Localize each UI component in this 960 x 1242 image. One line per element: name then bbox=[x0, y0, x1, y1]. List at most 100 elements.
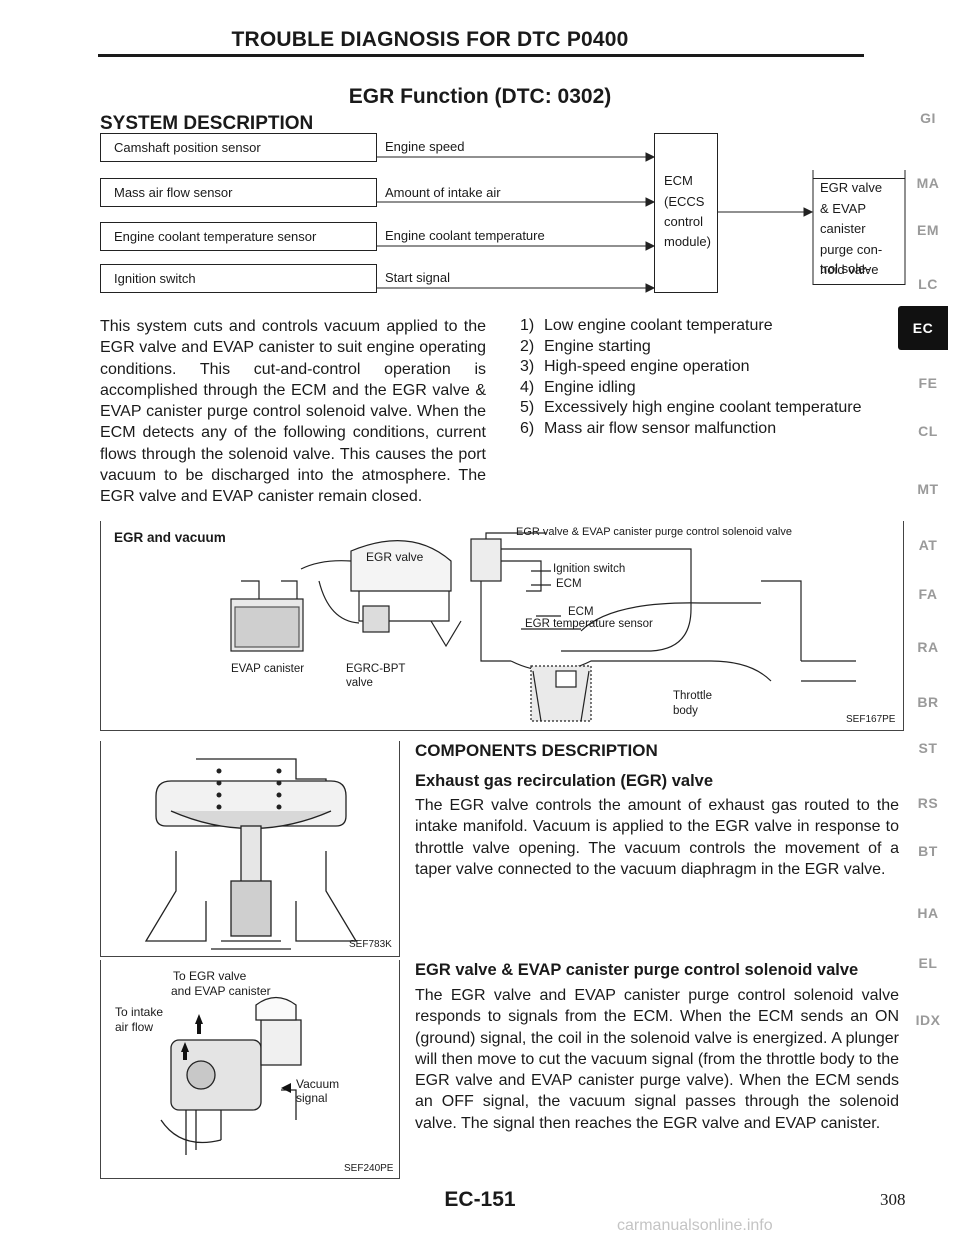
egr-vacuum-drawing bbox=[230, 532, 856, 722]
tab-br[interactable]: BR bbox=[917, 694, 939, 710]
condition-text: High-speed engine operation bbox=[544, 358, 750, 375]
solenoid-drawing bbox=[160, 996, 302, 1155]
output-line: purge con- bbox=[820, 242, 883, 257]
solenoid-figure: To EGR valve and EVAP canister To intake… bbox=[100, 960, 400, 1179]
signal-label: Engine speed bbox=[385, 139, 465, 154]
sensor-label: Mass air flow sensor bbox=[114, 185, 233, 200]
block-diagram-arrows bbox=[377, 152, 906, 293]
signal-label: Start signal bbox=[385, 270, 451, 285]
tab-ma[interactable]: MA bbox=[916, 175, 940, 191]
egr-valve-text: The EGR valve controls the amount of exh… bbox=[415, 797, 899, 878]
tab-rs[interactable]: RS bbox=[917, 795, 939, 811]
egr-valve-label: EGR valve bbox=[366, 550, 424, 564]
to-intake-label: air flow bbox=[115, 1020, 154, 1034]
page-code: EC-151 bbox=[444, 1188, 516, 1211]
condition-item: 1) Low engine coolant temperature bbox=[520, 316, 905, 337]
condition-item: 3) High-speed engine operation bbox=[520, 357, 905, 378]
solenoid-heading: EGR valve & EVAP canister purge control … bbox=[415, 961, 859, 979]
egr-valve-heading: Exhaust gas recirculation (EGR) valve bbox=[415, 772, 714, 790]
condition-text: Low engine coolant temperature bbox=[544, 317, 773, 334]
evap-canister-label: EVAP canister bbox=[231, 663, 305, 675]
sensor-box: Camshaft position sensor bbox=[100, 133, 377, 162]
condition-number: 4) bbox=[520, 378, 535, 396]
output-line: noid valve bbox=[820, 262, 879, 277]
solenoid-label: EGR valve & EVAP canister purge control … bbox=[516, 526, 792, 538]
tab-cl[interactable]: CL bbox=[918, 423, 938, 439]
condition-item: 4) Engine idling bbox=[520, 378, 905, 399]
signal-label: Amount of intake air bbox=[385, 185, 501, 200]
page-header: TROUBLE DIAGNOSIS FOR DTC P0400 bbox=[231, 28, 629, 51]
sensor-label: Ignition switch bbox=[114, 271, 196, 286]
ecm-label: ECM bbox=[568, 606, 594, 618]
header-rule bbox=[98, 54, 864, 57]
condition-number: 1) bbox=[520, 317, 535, 334]
ecm-box: ECM (ECCS control module) bbox=[654, 133, 718, 293]
condition-number: 6) bbox=[520, 419, 535, 437]
condition-number: 2) bbox=[520, 337, 535, 355]
output-box: EGR valve & EVAP canister purge con- tro… bbox=[813, 178, 905, 285]
sensor-box: Mass air flow sensor bbox=[100, 178, 377, 207]
tab-bt[interactable]: BT bbox=[918, 843, 938, 859]
egrc-bpt-label: EGRC-BPT bbox=[346, 663, 406, 675]
sensor-box: Engine coolant temperature sensor bbox=[100, 222, 377, 251]
ecm-line: module) bbox=[664, 234, 711, 249]
ecm-label: ECM bbox=[556, 578, 582, 590]
egr-vacuum-figure: EGR and vacuum EGR valve & EVAP canister… bbox=[100, 521, 904, 731]
tab-gi[interactable]: GI bbox=[920, 110, 936, 126]
tab-el[interactable]: EL bbox=[918, 955, 938, 971]
figure-title: EGR and vacuum bbox=[114, 530, 226, 545]
output-line: & EVAP bbox=[820, 201, 867, 216]
output-line: canister bbox=[820, 221, 866, 236]
page-subtitle: EGR Function (DTC: 0302) bbox=[348, 85, 612, 108]
figure-code: SEF783K bbox=[349, 939, 392, 950]
tab-fa[interactable]: FA bbox=[918, 586, 938, 602]
condition-number: 5) bbox=[520, 399, 535, 416]
condition-number: 3) bbox=[520, 358, 535, 375]
condition-text: Engine idling bbox=[544, 378, 636, 396]
tab-ra[interactable]: RA bbox=[917, 639, 939, 655]
tab-st[interactable]: ST bbox=[918, 740, 938, 756]
tab-fe[interactable]: FE bbox=[918, 375, 938, 391]
to-intake-label: To intake bbox=[115, 1005, 164, 1019]
system-description-heading: SYSTEM DESCRIPTION bbox=[100, 113, 314, 134]
watermark: carmanualsonline.info bbox=[617, 1217, 773, 1234]
egr-valve-drawing bbox=[144, 758, 358, 950]
to-egr-label: To EGR valve bbox=[173, 969, 247, 983]
egr-valve-figure: SEF783K bbox=[100, 741, 400, 957]
ecm-line: ECM bbox=[664, 173, 693, 188]
sensor-box: Ignition switch bbox=[100, 264, 377, 293]
to-egr-label: and EVAP canister bbox=[171, 984, 271, 998]
tab-at[interactable]: AT bbox=[918, 537, 938, 553]
signal-label: Engine coolant temperature bbox=[385, 228, 545, 243]
solenoid-text: The EGR valve and EVAP canister purge co… bbox=[415, 987, 899, 1132]
tab-mt[interactable]: MT bbox=[917, 481, 939, 497]
tab-ha[interactable]: HA bbox=[917, 905, 939, 921]
ignition-switch-label: Ignition switch bbox=[553, 563, 626, 575]
tab-idx[interactable]: IDX bbox=[915, 1012, 941, 1028]
page-number: 308 bbox=[880, 1190, 906, 1209]
output-line: trol sole- bbox=[820, 261, 870, 276]
system-paragraph: This system cuts and controls vacuum app… bbox=[100, 318, 486, 506]
components-heading: COMPONENTS DESCRIPTION bbox=[415, 741, 658, 760]
condition-item: 5) Excessively high engine coolant temper… bbox=[520, 398, 905, 419]
condition-text: Excessively high engine coolant temperat… bbox=[544, 399, 862, 416]
figure-code: SEF167PE bbox=[846, 714, 896, 725]
conditions-list: 1)Low engine coolant temperature 2)Engin… bbox=[520, 316, 905, 439]
condition-text: Mass air flow sensor malfunction bbox=[544, 419, 777, 437]
condition-item: 6) Mass air flow sensor malfunction bbox=[520, 419, 905, 440]
vacuum-signal-label: Vacuum bbox=[296, 1077, 340, 1091]
tab-lc[interactable]: LC bbox=[918, 276, 938, 292]
sensor-label: Camshaft position sensor bbox=[114, 140, 261, 155]
vacuum-signal-label: signal bbox=[296, 1091, 328, 1105]
throttle-body-label: body bbox=[673, 705, 698, 717]
output-line: EGR valve bbox=[820, 180, 883, 195]
egr-temp-sensor-label: EGR temperature sensor bbox=[525, 618, 653, 630]
tab-ec[interactable]: EC bbox=[898, 306, 948, 350]
condition-item: 2)Engine starting bbox=[520, 337, 905, 358]
throttle-body-label: Throttle bbox=[673, 690, 712, 702]
ecm-line: (ECCS bbox=[664, 194, 705, 209]
tab-em[interactable]: EM bbox=[917, 222, 939, 238]
figure-code: SEF240PE bbox=[344, 1163, 394, 1174]
sensor-label: Engine coolant temperature sensor bbox=[114, 229, 317, 244]
ecm-line: control bbox=[664, 214, 704, 229]
